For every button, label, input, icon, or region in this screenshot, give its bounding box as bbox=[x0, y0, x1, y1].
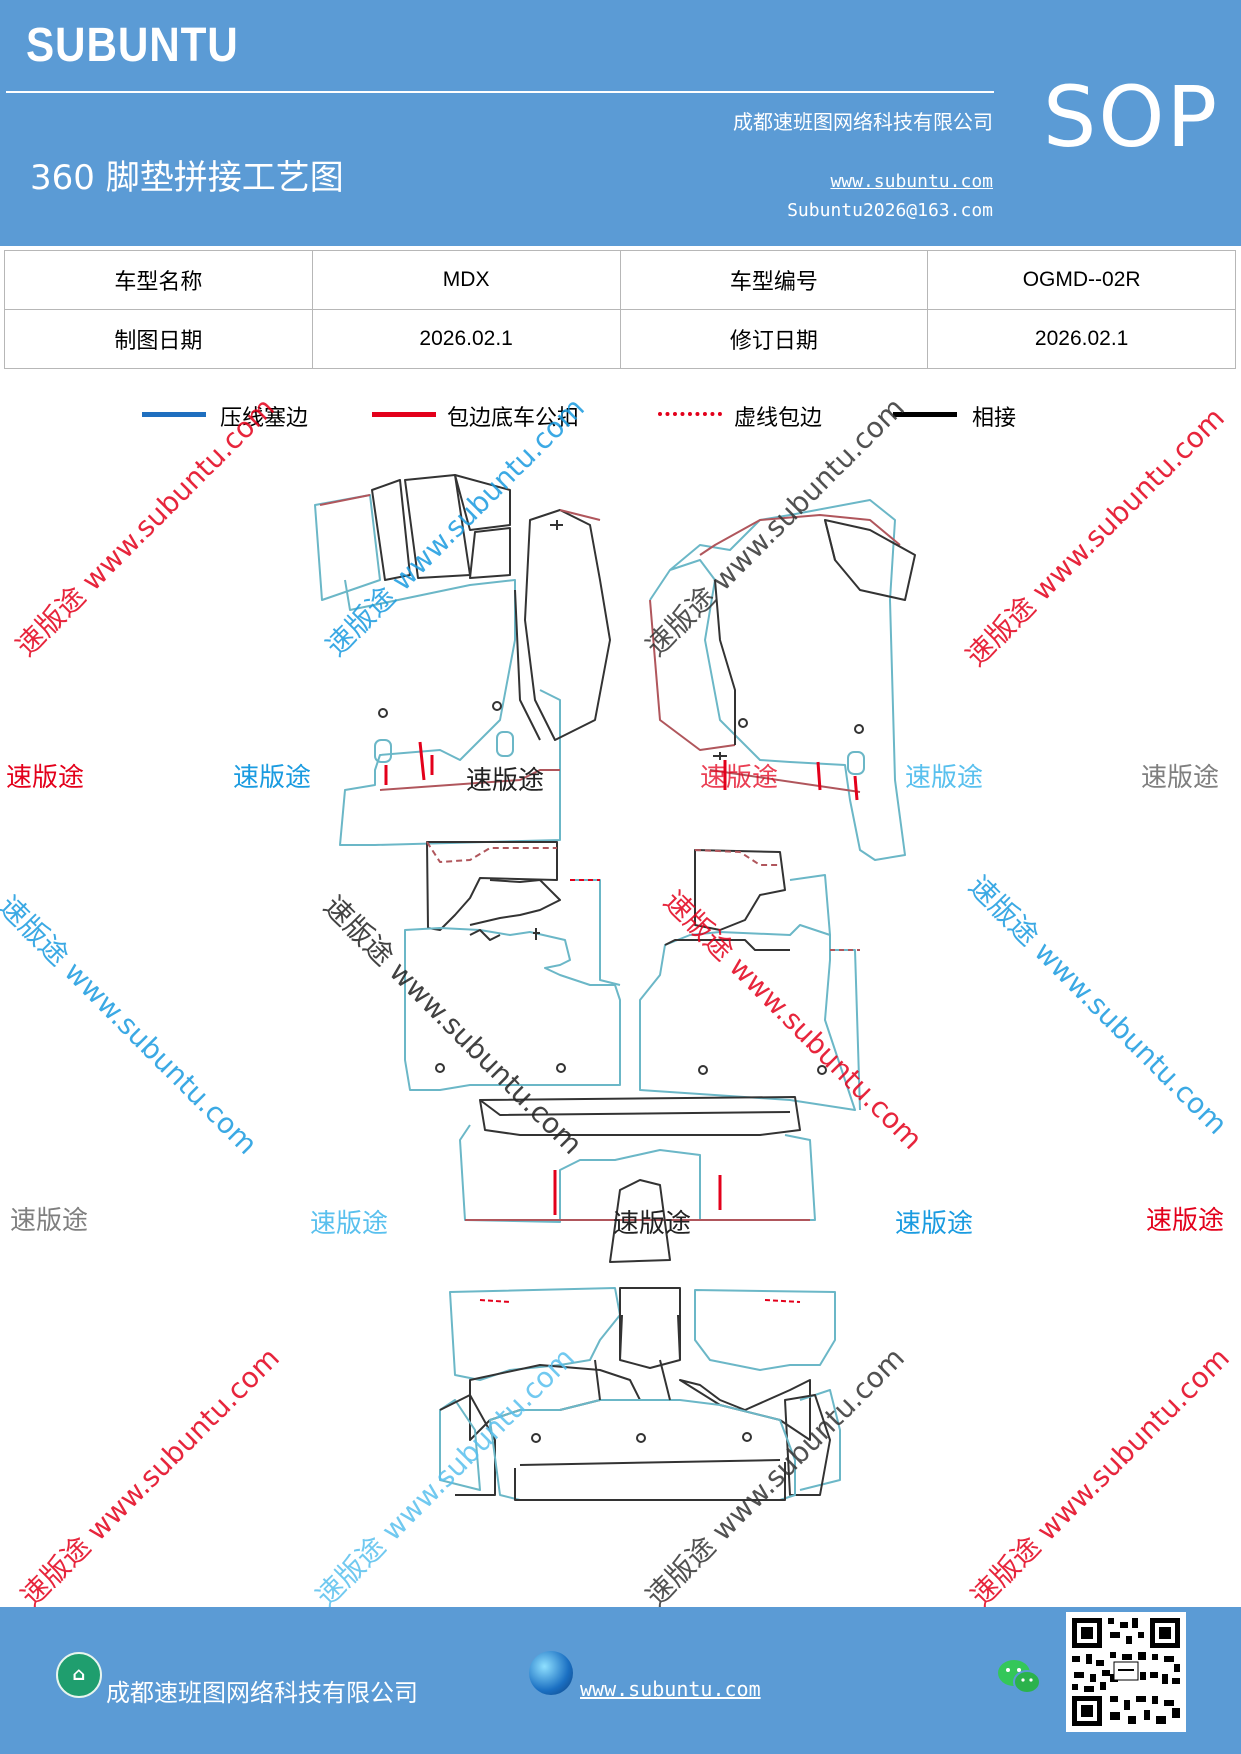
wechat-icon[interactable] bbox=[996, 1657, 1042, 1697]
legend: 压线塞边 包边底车公扣 虚线包边 相接 bbox=[0, 400, 1241, 440]
header: SUBUNTU 成都速班图网络科技有限公司 SOP 360 脚垫拼接工艺图 ww… bbox=[0, 0, 1241, 246]
watermark-text: 速版途 bbox=[895, 1209, 974, 1239]
watermark-text: 速版途 bbox=[233, 763, 312, 793]
drawing-date-value: 2026.02.1 bbox=[311, 309, 621, 369]
model-code-label: 车型编号 bbox=[619, 250, 929, 310]
header-email: Subuntu2026@163.com bbox=[787, 200, 993, 221]
rear-mats bbox=[439, 1287, 841, 1501]
page-title: 360 脚垫拼接工艺图 bbox=[30, 158, 344, 198]
front-left-mat bbox=[314, 474, 611, 846]
model-name-value: MDX bbox=[311, 250, 621, 310]
header-company: 成都速班图网络科技有限公司 bbox=[733, 110, 993, 134]
watermark-text: 速版途 bbox=[6, 763, 85, 793]
info-table: 车型名称 MDX 车型编号 OGMD--02R 制图日期 2026.02.1 修… bbox=[4, 250, 1236, 369]
legend-label: 相接 bbox=[972, 406, 1017, 431]
watermark-text: 速版途 bbox=[310, 1209, 389, 1239]
legend-swatch-blue bbox=[142, 412, 206, 417]
footer: ⌂ 成都速班图网络科技有限公司 www.subuntu.com bbox=[0, 1607, 1241, 1754]
sop-badge: SOP bbox=[1043, 68, 1220, 166]
front-right-mat bbox=[649, 499, 916, 861]
model-code-value: OGMD--02R bbox=[927, 250, 1236, 310]
revision-date-label: 修订日期 bbox=[619, 309, 929, 369]
watermark-text: 速版途 bbox=[905, 763, 984, 793]
header-website-link[interactable]: www.subuntu.com bbox=[830, 171, 993, 192]
watermark-text: 速版途 bbox=[613, 1209, 692, 1239]
drawing-date-label: 制图日期 bbox=[4, 309, 313, 369]
legend-label: 虚线包边 bbox=[734, 406, 823, 431]
globe-icon bbox=[529, 1651, 573, 1695]
watermark-text: 速版途 bbox=[700, 763, 779, 793]
revision-date-value: 2026.02.1 bbox=[927, 309, 1236, 369]
legend-swatch-red bbox=[372, 412, 436, 417]
watermark-text: 速版途 bbox=[466, 766, 545, 796]
watermark-text: 速版途 bbox=[10, 1206, 89, 1236]
watermark-text: 速版途 bbox=[1146, 1206, 1225, 1236]
model-name-label: 车型名称 bbox=[4, 250, 313, 310]
middle-mats bbox=[404, 841, 861, 1263]
qr-code-icon[interactable] bbox=[1066, 1612, 1186, 1732]
legend-label: 压线塞边 bbox=[220, 406, 309, 431]
header-divider bbox=[6, 91, 994, 93]
legend-swatch-black bbox=[893, 412, 957, 417]
table-row: 车型名称 MDX 车型编号 OGMD--02R bbox=[4, 250, 1236, 310]
legend-label: 包边底车公扣 bbox=[447, 406, 580, 431]
legend-swatch-red-dotted bbox=[658, 412, 722, 416]
footer-company: 成都速班图网络科技有限公司 bbox=[106, 1679, 418, 1707]
watermark-text: 速版途 bbox=[1141, 763, 1220, 793]
footer-website-link[interactable]: www.subuntu.com bbox=[580, 1677, 761, 1701]
table-row: 制图日期 2026.02.1 修订日期 2026.02.1 bbox=[4, 309, 1236, 369]
company-icon: ⌂ bbox=[56, 1652, 102, 1698]
brand-logo: SUBUNTU bbox=[26, 19, 239, 72]
